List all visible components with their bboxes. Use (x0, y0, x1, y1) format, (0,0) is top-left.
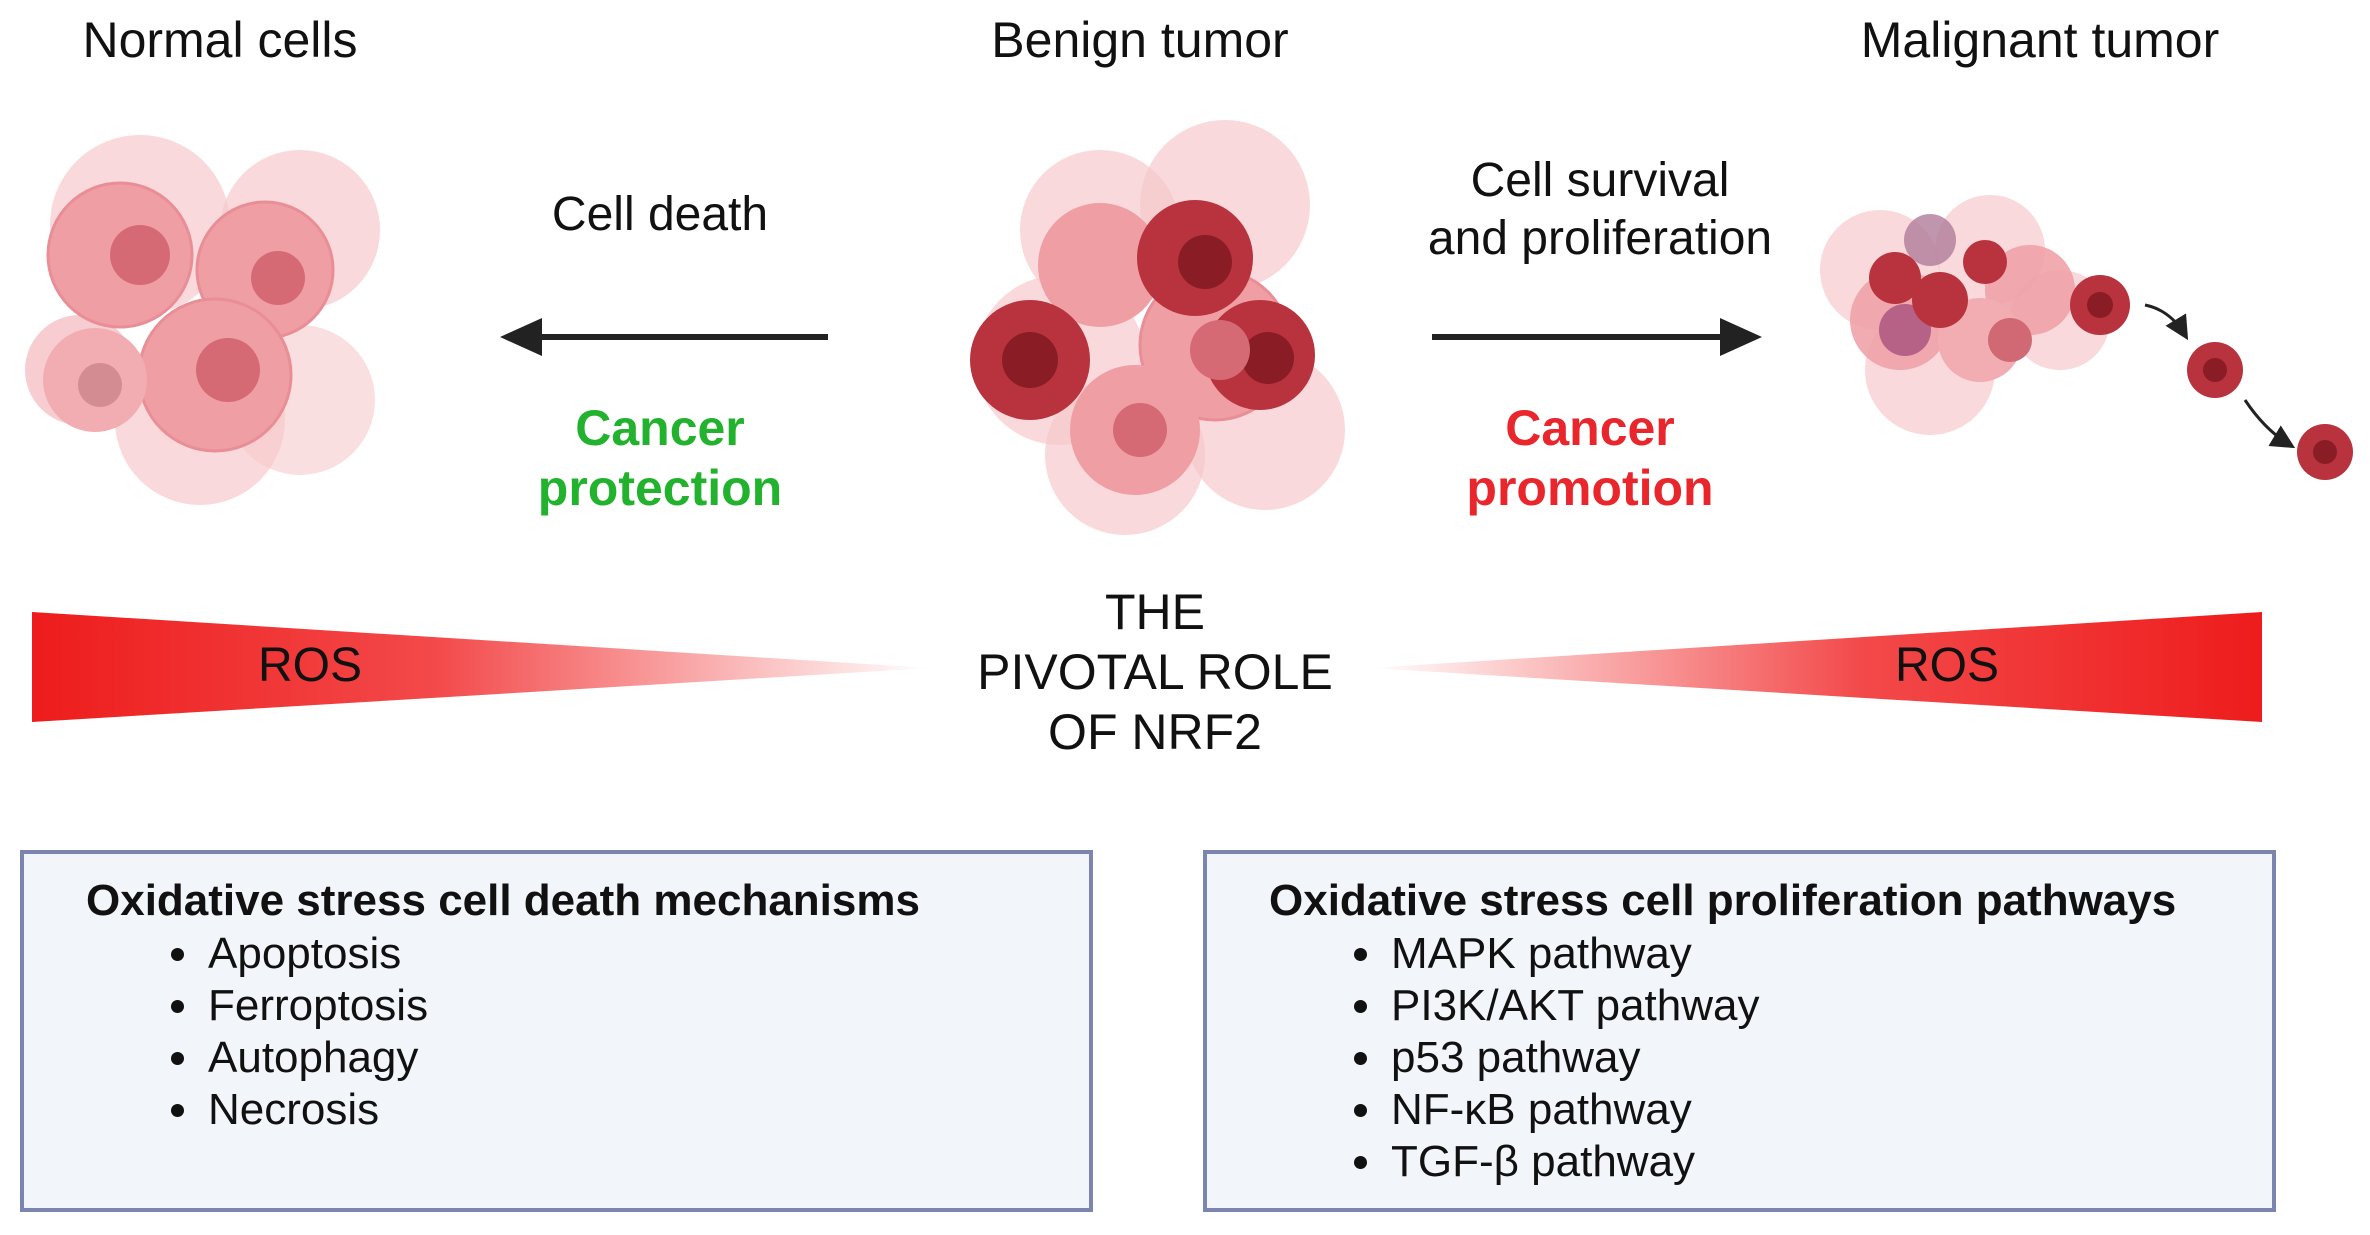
list-item: Necrosis (204, 1084, 1089, 1136)
benign-tumor-icon (970, 120, 1345, 535)
list-item: NF-κB pathway (1387, 1084, 2272, 1136)
cell-survival-line1: Cell survival (1470, 154, 1730, 207)
cancer-promotion-line1: Cancer (1505, 400, 1675, 456)
ros-wedge-right (1370, 612, 2262, 722)
malignant-tumor-icon (1820, 195, 2353, 480)
cancer-protection-line2: protection (537, 460, 783, 516)
list-item: MAPK pathway (1387, 928, 2272, 980)
proliferation-pathways-list: MAPK pathway PI3K/AKT pathway p53 pathwa… (1207, 928, 2272, 1188)
malignant-tumor-title: Malignant tumor (1860, 12, 2220, 68)
pivotal-line2: PIVOTAL ROLE (977, 644, 1333, 700)
list-item: TGF-β pathway (1387, 1136, 2272, 1188)
list-item: p53 pathway (1387, 1032, 2272, 1084)
list-item: Autophagy (204, 1032, 1089, 1084)
cancer-promotion-line2: promotion (1466, 460, 1714, 516)
list-item: Ferroptosis (204, 980, 1089, 1032)
normal-cells-icon (25, 135, 380, 505)
list-item: PI3K/AKT pathway (1387, 980, 2272, 1032)
cancer-protection-line1: Cancer (575, 400, 745, 456)
ros-wedge-left (32, 612, 930, 722)
death-mechanisms-title: Oxidative stress cell death mechanisms (86, 876, 920, 925)
ros-label-right: ROS (1895, 639, 2000, 692)
cell-death-arrow (500, 318, 828, 356)
cell-death-label: Cell death (551, 188, 769, 241)
cancer-protection-label: Cancer protection (460, 398, 860, 518)
proliferation-pathways-title: Oxidative stress cell proliferation path… (1269, 876, 2177, 925)
pivotal-line3: OF NRF2 (1048, 704, 1262, 760)
death-mechanisms-list: Apoptosis Ferroptosis Autophagy Necrosis (24, 928, 1089, 1136)
ros-label-left: ROS (258, 639, 363, 692)
pivotal-line1: THE (1105, 584, 1205, 640)
cancer-promotion-label: Cancer promotion (1390, 398, 1790, 518)
pivotal-role-label: THE PIVOTAL ROLE OF NRF2 (900, 582, 1410, 762)
cell-survival-arrow (1432, 318, 1762, 356)
normal-cells-title: Normal cells (82, 12, 358, 68)
proliferation-pathways-box: Oxidative stress cell proliferation path… (1203, 850, 2276, 1212)
benign-tumor-title: Benign tumor (991, 12, 1289, 68)
cell-survival-label: Cell survival and proliferation (1390, 152, 1810, 267)
death-mechanisms-box: Oxidative stress cell death mechanisms A… (20, 850, 1093, 1212)
list-item: Apoptosis (204, 928, 1089, 980)
cell-survival-line2: and proliferation (1427, 211, 1773, 265)
